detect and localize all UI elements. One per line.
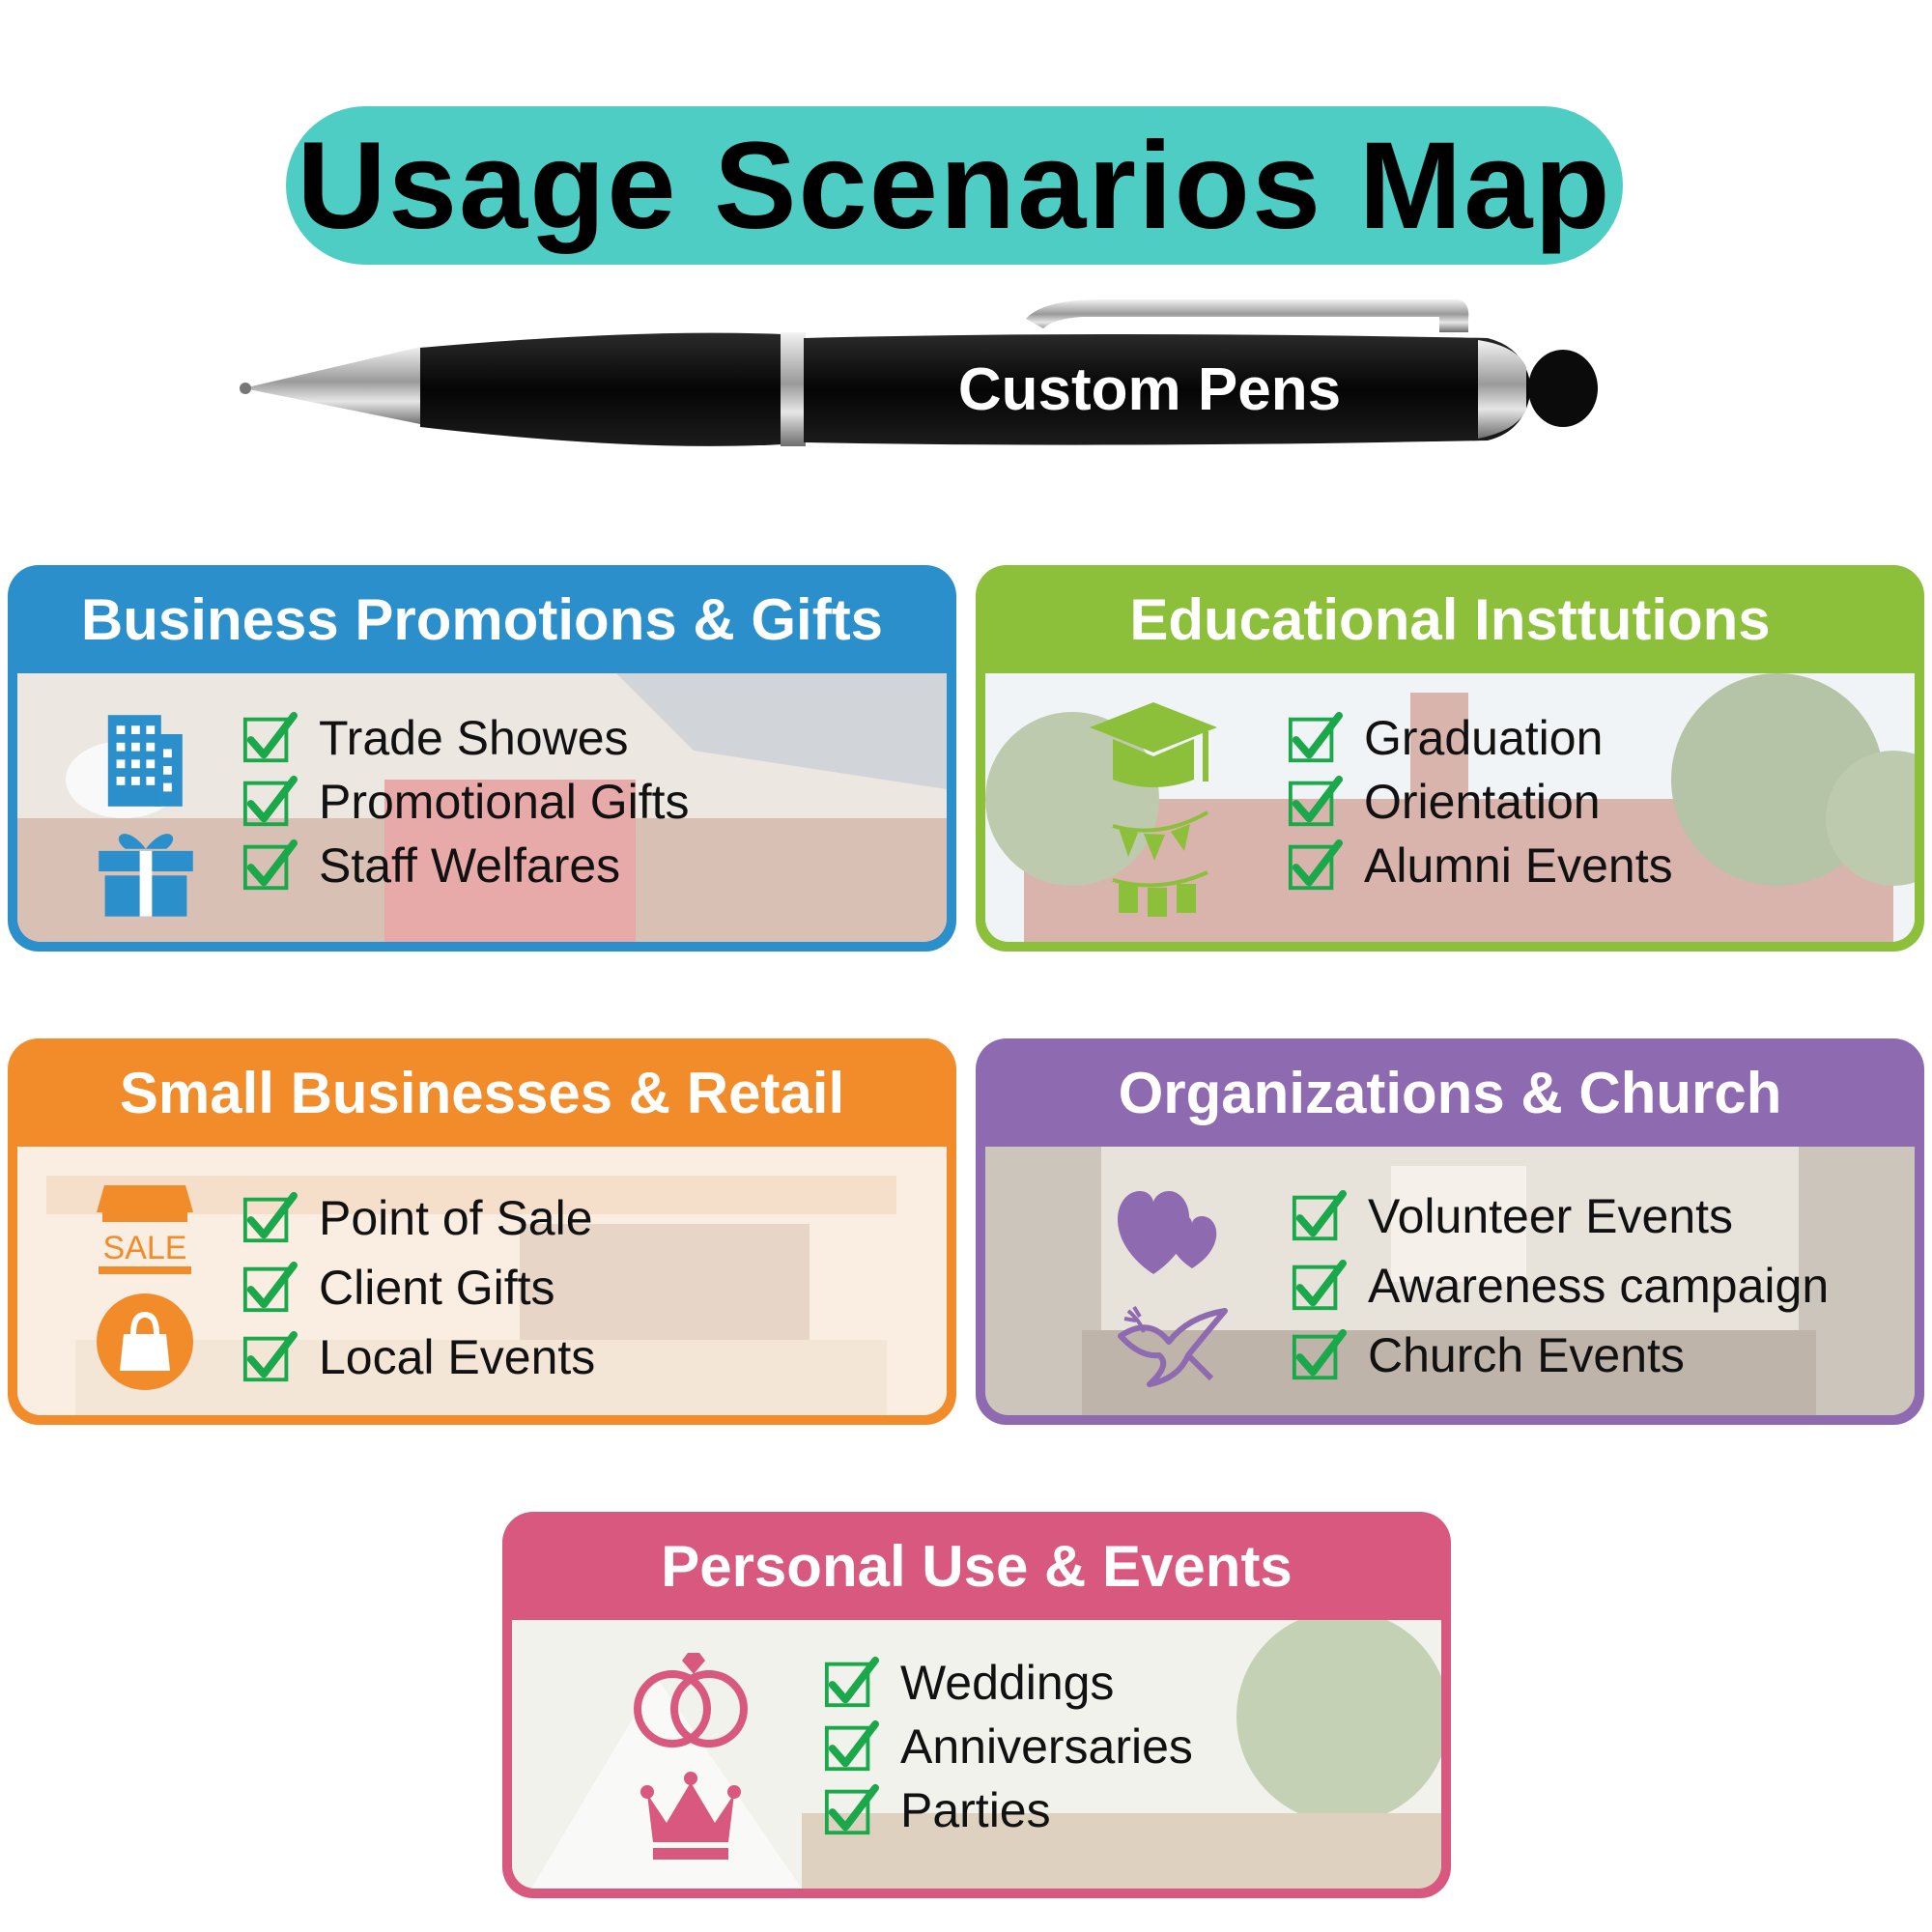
item-label: Local Events xyxy=(319,1330,596,1384)
item-label: Staff Welfares xyxy=(319,838,621,893)
list-item: Local Events xyxy=(242,1322,595,1392)
card-body: Volunteer Events Awareness campaign Chur… xyxy=(985,1147,1915,1415)
list-item: Parties xyxy=(823,1778,1193,1842)
checkmark-icon xyxy=(242,775,298,827)
card-body: SALE Point of Sale Client Gifts Local Ev… xyxy=(17,1147,947,1415)
item-list: Volunteer Events Awareness campaign Chur… xyxy=(1291,1181,1829,1390)
checkmark-icon xyxy=(242,1330,298,1382)
item-label: Graduation xyxy=(1364,711,1604,765)
card-body: Graduation Orientation Alumni Events xyxy=(985,673,1915,942)
list-item: Staff Welfares xyxy=(242,834,689,897)
crown-icon xyxy=(640,1772,741,1860)
item-label: Alumni Events xyxy=(1364,838,1673,893)
gift-box-icon xyxy=(99,834,193,917)
bunting-flags-icon xyxy=(1112,810,1208,917)
checkmark-icon xyxy=(1288,838,1343,891)
graduation-cap-icon xyxy=(1090,702,1217,787)
item-label: Church Events xyxy=(1368,1328,1685,1382)
checkmark-icon xyxy=(824,1719,879,1772)
card-title: Personal Use & Events xyxy=(661,1533,1293,1599)
card-body: Trade Showes Promotional Gifts Staff Wel… xyxy=(17,673,947,942)
list-item: Volunteer Events xyxy=(1291,1181,1829,1251)
wedding-rings-icon xyxy=(634,1653,748,1747)
list-item: Church Events xyxy=(1291,1321,1829,1390)
checkmark-icon xyxy=(1292,1328,1347,1380)
pen-label: Custom Pens xyxy=(958,356,1341,423)
card-small-businesses-retail: Small Businesses & Retail SALE Point of … xyxy=(8,1038,956,1425)
list-item: Weddings xyxy=(823,1651,1193,1715)
hearts-icon xyxy=(1118,1191,1217,1274)
office-building-icon xyxy=(107,715,183,807)
item-label: Weddings xyxy=(900,1656,1115,1710)
card-title: Small Businesses & Retail xyxy=(119,1060,845,1125)
item-label: Parties xyxy=(900,1783,1051,1837)
card-educational-institutions: Educational Insttutions xyxy=(976,565,1924,952)
item-label: Point of Sale xyxy=(319,1191,593,1245)
list-item: Graduation xyxy=(1287,706,1673,770)
pen-illustration: Custom Pens xyxy=(240,299,1598,446)
item-label: Orientation xyxy=(1364,775,1601,829)
list-item: Promotional Gifts xyxy=(242,770,689,834)
checkmark-icon xyxy=(1292,1259,1347,1311)
list-item: Point of Sale xyxy=(242,1183,595,1253)
list-item: Awareness campaign xyxy=(1291,1251,1829,1321)
checkmark-icon xyxy=(1288,775,1343,827)
checkmark-icon xyxy=(242,1261,298,1313)
sale-icon-text: SALE xyxy=(103,1230,187,1266)
card-organizations-church: Organizations & Church Volunteer Events xyxy=(976,1038,1924,1425)
list-item: Anniversaries xyxy=(823,1715,1193,1778)
checkmark-icon xyxy=(242,711,298,763)
item-label: Volunteer Events xyxy=(1368,1189,1734,1243)
card-title: Educational Insttutions xyxy=(1129,586,1771,652)
item-label: Client Gifts xyxy=(319,1261,555,1315)
card-business-promotions: Business Promotions & Gifts xyxy=(8,565,956,952)
card-personal-use-events: Personal Use & Events Weddings xyxy=(502,1512,1451,1898)
checkmark-icon xyxy=(1288,711,1343,763)
checkmark-icon xyxy=(242,838,298,891)
checkmark-icon xyxy=(1292,1189,1347,1241)
item-list: Weddings Anniversaries Parties xyxy=(823,1651,1193,1842)
item-list: Graduation Orientation Alumni Events xyxy=(1287,706,1673,897)
sale-storefront-icon: SALE xyxy=(97,1185,193,1274)
shopping-bag-icon xyxy=(97,1293,193,1390)
item-list: Trade Showes Promotional Gifts Staff Wel… xyxy=(242,706,689,897)
item-list: Point of Sale Client Gifts Local Events xyxy=(242,1183,595,1392)
item-label: Anniversaries xyxy=(900,1719,1193,1774)
item-label: Trade Showes xyxy=(319,711,629,765)
card-title: Organizations & Church xyxy=(1118,1060,1782,1125)
item-label: Promotional Gifts xyxy=(319,775,690,829)
title-banner: Usage Scenarios Map xyxy=(286,106,1623,265)
list-item: Trade Showes xyxy=(242,706,689,770)
list-item: Alumni Events xyxy=(1287,834,1673,897)
card-title: Business Promotions & Gifts xyxy=(80,586,884,652)
list-item: Orientation xyxy=(1287,770,1673,834)
dove-icon xyxy=(1118,1305,1228,1387)
checkmark-icon xyxy=(824,1656,879,1708)
checkmark-icon xyxy=(824,1783,879,1835)
page-title: Usage Scenarios Map xyxy=(297,116,1612,255)
checkmark-icon xyxy=(242,1191,298,1243)
list-item: Client Gifts xyxy=(242,1253,595,1322)
card-body: Weddings Anniversaries Parties xyxy=(512,1620,1441,1889)
item-label: Awareness campaign xyxy=(1368,1259,1830,1313)
